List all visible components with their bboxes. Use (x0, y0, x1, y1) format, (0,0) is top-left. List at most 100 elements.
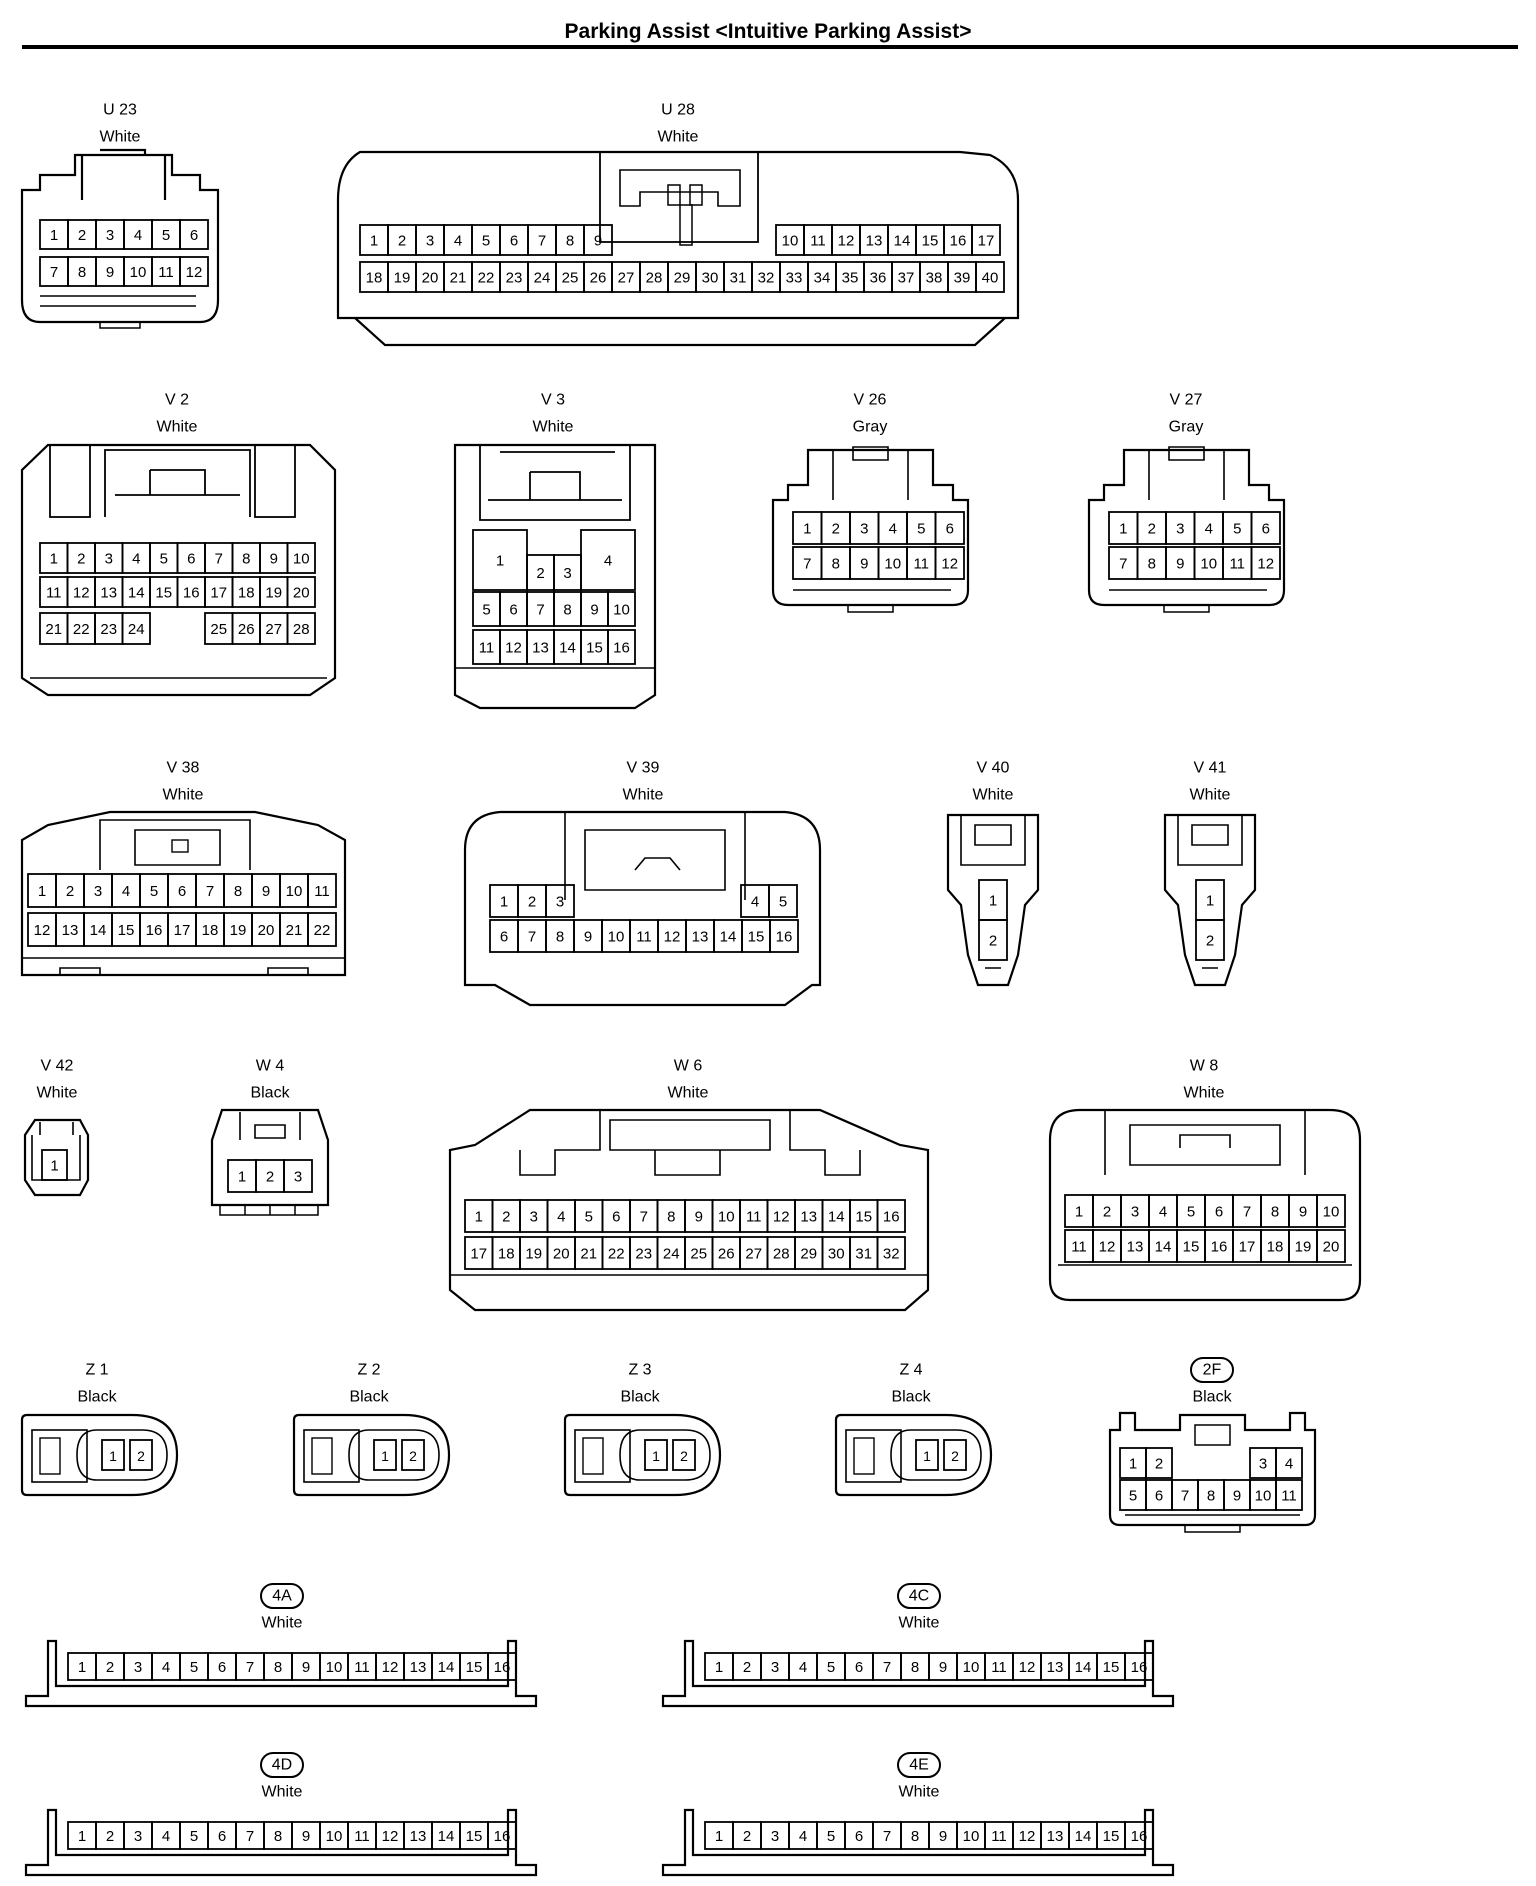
svg-text:1: 1 (803, 521, 811, 538)
pin-cell: 3 (519, 1199, 549, 1233)
svg-text:1: 1 (923, 1448, 931, 1464)
svg-text:16: 16 (146, 922, 163, 939)
svg-text:21: 21 (580, 1246, 597, 1263)
svg-text:10: 10 (1323, 1204, 1340, 1221)
svg-text:20: 20 (553, 1246, 570, 1263)
svg-text:6: 6 (509, 602, 517, 619)
pin-cell: 12 (27, 912, 57, 947)
svg-text:2: 2 (743, 1828, 751, 1845)
svg-text:37: 37 (898, 270, 915, 287)
pin-cell: 15 (1096, 1821, 1126, 1850)
svg-text:26: 26 (590, 270, 607, 287)
pin-cell: 15 (580, 629, 609, 665)
pin-cell: 23 (94, 612, 124, 645)
pin-cell: 22 (66, 612, 96, 645)
pin-cell: 4 (151, 1821, 181, 1850)
svg-text:23: 23 (100, 621, 117, 638)
pin-cell: 8 (553, 591, 582, 627)
connector-color: White (658, 129, 699, 146)
svg-text:20: 20 (293, 585, 310, 602)
svg-text:3: 3 (105, 551, 113, 568)
connector-color: White (1184, 1085, 1225, 1102)
pin-cell: 10 (319, 1821, 349, 1850)
svg-text:3: 3 (294, 1169, 302, 1186)
pin-cell: 16 (607, 629, 636, 665)
pin-cell: 12 (1012, 1821, 1042, 1850)
svg-text:2: 2 (398, 233, 406, 250)
connector-id: V 38 (167, 760, 200, 777)
svg-text:1: 1 (78, 1659, 86, 1676)
connector-id: Z 2 (357, 1362, 380, 1379)
svg-text:14: 14 (828, 1209, 845, 1226)
connector-color: White (1190, 787, 1231, 804)
svg-text:5: 5 (1187, 1204, 1195, 1221)
pin-cell: 8 (263, 1652, 293, 1681)
pin-cell: 8 (263, 1821, 293, 1850)
pin-cell: 14 (713, 919, 743, 953)
svg-text:16: 16 (1211, 1239, 1228, 1256)
svg-text:2: 2 (1103, 1204, 1111, 1221)
svg-text:23: 23 (635, 1246, 652, 1263)
svg-text:7: 7 (528, 929, 536, 946)
pin-cell: 3 (123, 1821, 153, 1850)
svg-text:9: 9 (302, 1828, 310, 1845)
svg-text:1: 1 (109, 1448, 117, 1464)
svg-text:19: 19 (394, 270, 411, 287)
pin-cell: 6 (179, 219, 209, 250)
pin-cell: 12 (766, 1199, 796, 1233)
svg-text:15: 15 (155, 585, 172, 602)
connector-id: V 40 (977, 760, 1010, 777)
pin-cell: 4 (877, 511, 908, 545)
pin-cell: 8 (1136, 546, 1167, 580)
svg-text:5: 5 (917, 521, 925, 538)
svg-text:3: 3 (771, 1659, 779, 1676)
connector-id: Z 3 (628, 1362, 651, 1379)
pin-cell: 12 (1092, 1229, 1122, 1263)
pin-cell: 6 (1250, 511, 1281, 545)
pin-cell: 4 (443, 224, 473, 256)
connector-color: White (163, 787, 204, 804)
pin-cell: 4 (546, 1199, 576, 1233)
pin-cell: 28 (766, 1236, 796, 1270)
svg-text:4: 4 (799, 1659, 807, 1676)
svg-text:5: 5 (482, 602, 490, 619)
pin-cell: 5 (1222, 511, 1253, 545)
pin-cell: 1 (1119, 1447, 1147, 1479)
svg-text:13: 13 (692, 929, 709, 946)
svg-text:22: 22 (608, 1246, 625, 1263)
pin-cell: 17 (971, 224, 1001, 256)
pin-cell: 16 (1124, 1821, 1154, 1850)
pin-cell: 2 (129, 1439, 153, 1471)
pin-cell: 10 (279, 873, 309, 908)
svg-text:13: 13 (800, 1209, 817, 1226)
svg-text:3: 3 (94, 883, 102, 900)
pin-cell: 6 (934, 511, 965, 545)
pin-cell: 10 (956, 1821, 986, 1850)
connector-color: White (157, 419, 198, 436)
pin-cell: 2 (67, 219, 97, 250)
pin-cell: 1 (792, 511, 823, 545)
svg-text:2: 2 (1206, 933, 1214, 950)
svg-text:9: 9 (1233, 1488, 1241, 1505)
svg-text:7: 7 (206, 883, 214, 900)
pin-cell: 2 (401, 1439, 425, 1471)
pin-cell: 8 (223, 873, 253, 908)
svg-text:9: 9 (584, 929, 592, 946)
svg-text:18: 18 (238, 585, 255, 602)
pin-cell: 4 (1193, 511, 1224, 545)
pin-cell: 2 (517, 884, 547, 918)
pin-cell: 15 (849, 1199, 879, 1233)
connector-color: White (899, 1784, 940, 1801)
svg-text:17: 17 (210, 585, 227, 602)
pin-cell: 3 (123, 1652, 153, 1681)
pin-cell: 18 (231, 576, 261, 608)
svg-text:13: 13 (532, 640, 549, 657)
svg-text:11: 11 (479, 640, 495, 657)
svg-text:12: 12 (1257, 556, 1274, 573)
pin-cell: 9 (583, 224, 613, 256)
